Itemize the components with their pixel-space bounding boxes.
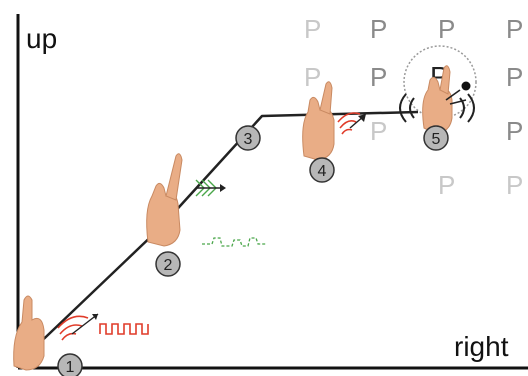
x-axis-label: right (454, 331, 509, 362)
grid-letter: P (370, 116, 387, 146)
grid-letter: P (438, 14, 455, 44)
radio-wave-icon (57, 313, 99, 341)
grid-letter: P (370, 62, 387, 92)
pulse-signal-icon (202, 237, 266, 247)
grid-letter: P (506, 170, 523, 200)
grid-letter: P (506, 62, 523, 92)
step-number: 5 (432, 131, 441, 148)
pointer-dot (461, 81, 471, 91)
hand-icon (422, 65, 453, 135)
step-number: 4 (318, 163, 327, 180)
radio-wave-icon (337, 112, 366, 135)
hand-icon (302, 81, 335, 161)
grid-letter: P (304, 62, 321, 92)
step-badge-4: 4 (309, 157, 335, 183)
hand-icon (146, 153, 183, 247)
grid-letter: P (370, 14, 387, 44)
gesture-path (27, 110, 419, 355)
grid-letter: P (304, 14, 321, 44)
step-badge-2: 2 (155, 251, 181, 277)
radio-wave-icon (195, 179, 226, 197)
hand-icon (13, 295, 45, 371)
step-badge-5: 5 (423, 125, 449, 151)
step-badge-3: 3 (235, 125, 261, 151)
step-number: 3 (244, 131, 253, 148)
pulse-signal-icon (99, 323, 149, 335)
y-axis-label: up (26, 23, 57, 54)
vibration-arcs-icon (399, 89, 475, 123)
grid-letter: P (438, 170, 455, 200)
step-badge-1: 1 (57, 353, 83, 376)
grid-letter: P (506, 14, 523, 44)
grid-letter: P (506, 116, 523, 146)
step-number: 1 (66, 359, 75, 376)
step-number: 2 (164, 257, 173, 274)
